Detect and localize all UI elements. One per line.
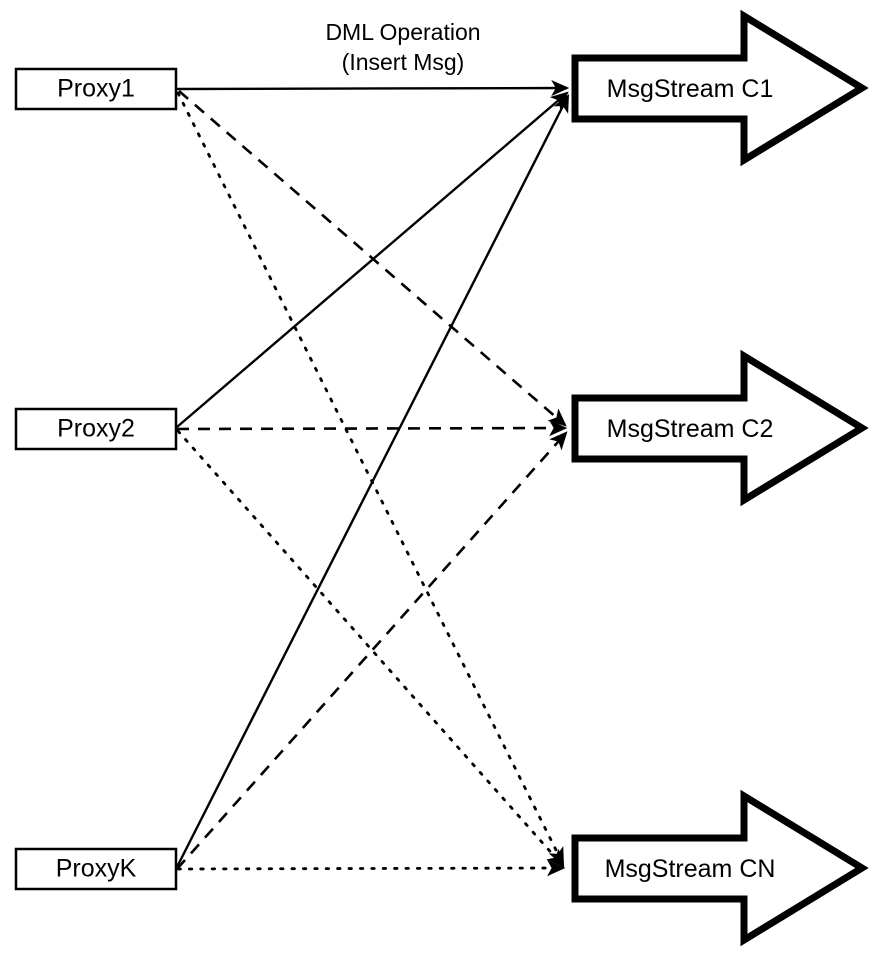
proxy-node-proxy1[interactable]: Proxy1 (14, 67, 178, 111)
msgstream-node-c2[interactable]: MsgStream C2 (571, 349, 869, 507)
connection-proxyk-msgstream-c2 (176, 431, 568, 870)
proxy-node-proxy2[interactable]: Proxy2 (14, 407, 178, 451)
msgstream-node-cn[interactable]: MsgStream CN (571, 789, 869, 947)
proxy1-box[interactable] (14, 67, 178, 111)
connection-proxy2-msgstream-c2 (176, 419, 568, 437)
proxy2-box[interactable] (14, 407, 178, 451)
msgstream-node-c1[interactable]: MsgStream C1 (571, 9, 869, 167)
msgstream-nodes-layer: MsgStream C1 MsgStream C2 MsgStream CN (571, 9, 869, 947)
msgstream-c2-arrow-shape[interactable] (571, 349, 869, 507)
msgstream-cn-label: MsgStream CN (605, 855, 776, 883)
msgstream-c1-label: MsgStream C1 (607, 75, 774, 103)
msgstream-c2-label: MsgStream C2 (607, 415, 774, 443)
proxy1-label: Proxy1 (57, 75, 135, 103)
proxyk-label: ProxyK (56, 855, 137, 883)
connection-proxy2-msgstream-c1 (176, 91, 569, 428)
edge-label-line2: (Insert Msg) (342, 49, 465, 75)
connection-proxyk-msgstream-cn (176, 859, 566, 877)
connections-layer (175, 79, 570, 877)
connection-proxy1-msgstream-cn (176, 91, 565, 867)
connection-proxy1-msgstream-c1 (176, 79, 570, 97)
connection-proxy1-msgstream-c2 (178, 90, 567, 427)
proxy2-label: Proxy2 (57, 415, 135, 443)
proxy-nodes-layer: Proxy1 Proxy2 ProxyK (14, 67, 178, 891)
msgstream-cn-arrow-shape[interactable] (571, 789, 869, 947)
proxy-node-proxyk[interactable]: ProxyK (14, 847, 178, 891)
connection-proxyk-msgstream-c1 (175, 93, 570, 868)
proxyk-box[interactable] (14, 847, 178, 891)
connection-proxy2-msgstream-cn (176, 429, 565, 868)
msgstream-c1-arrow-shape[interactable] (571, 9, 869, 167)
edge-label-dml-operation: DML Operation (Insert Msg) (325, 19, 480, 75)
edge-label-line1: DML Operation (325, 19, 480, 45)
